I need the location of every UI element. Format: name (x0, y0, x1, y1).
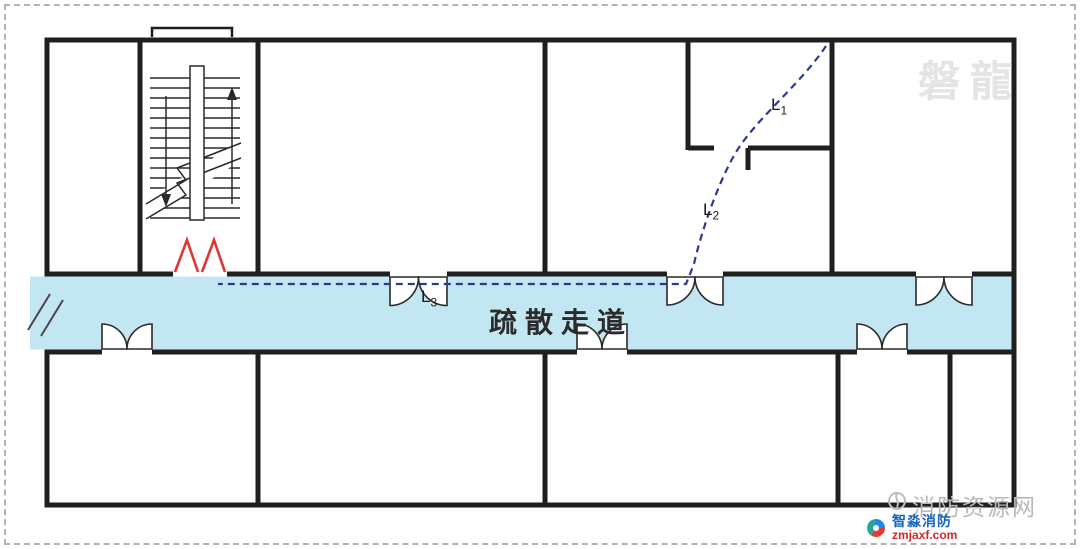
label-l2-base: L (703, 200, 713, 219)
site-logo: 智淼消防 zmjaxf.com (864, 513, 958, 543)
escape-path (218, 45, 827, 286)
stair-top-exit (150, 26, 234, 37)
watermark-brand: 磐龍 (917, 58, 1022, 105)
walls (44, 37, 1017, 508)
exit-door-icon (173, 236, 227, 273)
label-l3-sub: 3 (430, 295, 438, 310)
label-l2-sub: 2 (712, 208, 720, 223)
label-l2: L2 (703, 200, 719, 222)
logo-name: 智淼消防 (892, 513, 952, 529)
label-l3: L3 (421, 287, 437, 309)
door-swing-icon (126, 323, 153, 350)
door-swing-icon (943, 276, 973, 306)
logo-domain: zmjaxf.com (892, 528, 958, 543)
staircase-icon (145, 65, 242, 221)
break-mark-icon (27, 293, 64, 337)
logo-pinwheel-icon (867, 519, 885, 538)
door-swing-icon (694, 276, 724, 306)
label-l1-base: L (771, 95, 781, 114)
door-swing-icon (881, 323, 908, 350)
corridor-band (30, 276, 1012, 350)
label-l1: L1 (771, 95, 787, 117)
site-watermark-icon (888, 492, 906, 510)
label-l3-base: L (421, 287, 431, 306)
door-swing-icon (601, 323, 628, 350)
label-l1-sub: 1 (780, 103, 788, 118)
corridor-label: 疏散走道 (488, 307, 634, 338)
watermark-site-name: 消防资源网 (912, 494, 1037, 520)
